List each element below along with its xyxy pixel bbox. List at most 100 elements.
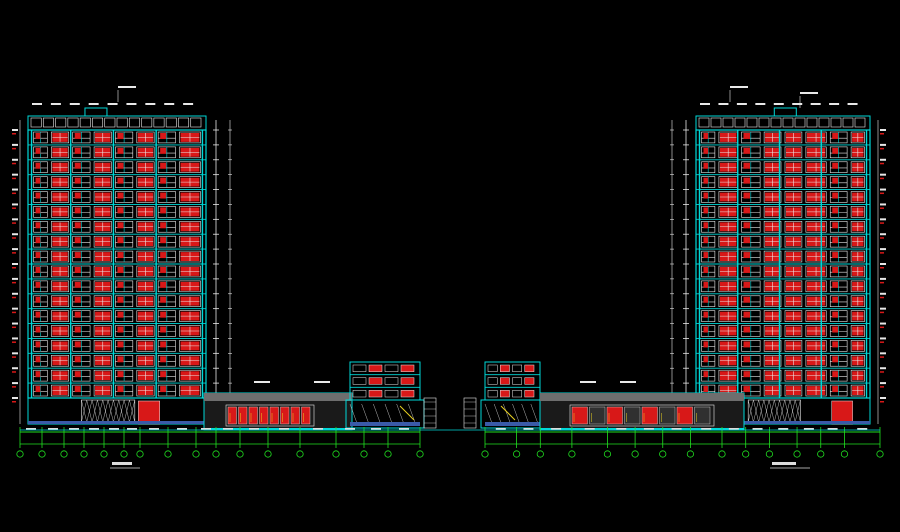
caption-glyph: [112, 462, 132, 465]
shopfront-pane: [676, 406, 693, 425]
lattice-strut: [774, 399, 780, 423]
window-frame: [763, 340, 782, 352]
window-frame: [51, 250, 70, 263]
level-mark-red: [12, 386, 16, 388]
window-frame: [805, 191, 827, 203]
dim-text-mark: [728, 428, 739, 430]
level-mark-red: [12, 252, 16, 254]
shopfront-pane: [269, 406, 279, 425]
window-frame: [136, 250, 155, 263]
window-frame: [51, 340, 70, 352]
roof-railing-panel: [67, 117, 79, 128]
level-mark-red: [880, 147, 884, 150]
top-annotation-mark: [800, 92, 818, 94]
window-frame: [850, 235, 865, 248]
level-mark: [880, 292, 886, 295]
window-frame: [784, 191, 803, 203]
right-dimension-chain: [481, 427, 884, 458]
window-frame: [784, 221, 803, 233]
window-pane-red: [743, 356, 751, 363]
roof-railing-panel: [79, 117, 91, 128]
window-frame: [51, 355, 70, 367]
window-pane-red: [743, 177, 751, 184]
window-pane-red: [117, 326, 124, 333]
dim-text-mark: [177, 428, 187, 430]
window-frame: [93, 131, 112, 144]
lattice-strut: [794, 399, 801, 423]
roof-railing-panel: [104, 117, 116, 128]
window-frame: [93, 369, 112, 382]
window-pane-red: [703, 267, 709, 273]
window-frame: [93, 280, 112, 293]
window-frame: [51, 131, 70, 144]
window-pane-red: [74, 192, 81, 199]
window-pane-red: [743, 267, 751, 273]
dim-text-mark: [223, 428, 233, 430]
level-mark-red: [12, 267, 16, 269]
level-mark-red: [880, 326, 884, 329]
right-mid-block: [480, 361, 545, 429]
lobby-door: [138, 400, 160, 425]
window-frame: [51, 295, 70, 307]
window-pane-red: [35, 222, 41, 229]
podium-tag: [580, 381, 596, 383]
roof-railing-panel: [758, 117, 770, 128]
window-frame: [850, 265, 865, 278]
window-pane-red: [74, 326, 81, 333]
roof-railing-panel: [806, 117, 818, 128]
window-frame: [805, 310, 827, 322]
window-frame: [93, 146, 112, 159]
lattice-strut: [81, 399, 87, 423]
window-frame: [51, 280, 70, 293]
level-mark: [880, 352, 886, 355]
window-pane-red: [703, 386, 709, 393]
top-annotation-mark: [730, 86, 748, 88]
window-frame: [179, 369, 201, 382]
dim-text-mark: [671, 428, 682, 430]
window-frame: [136, 221, 155, 233]
window-frame: [763, 131, 782, 144]
level-mark: [880, 307, 886, 310]
window-frame: [784, 340, 803, 352]
left-dimension-chain: [16, 427, 424, 458]
roof-dim-tick: [32, 103, 42, 105]
window-pane-red: [74, 133, 81, 139]
window-frame: [136, 265, 155, 278]
dim-text-mark: [109, 428, 119, 430]
window-frame: [93, 355, 112, 367]
level-mark: [12, 263, 18, 265]
lattice-strut: [86, 399, 93, 423]
window-frame: [805, 369, 827, 382]
level-mark: [12, 129, 18, 131]
window-pane-red: [35, 177, 41, 184]
window-pane-red: [743, 252, 751, 259]
level-mark: [880, 129, 886, 131]
level-mark: [12, 382, 18, 385]
mid-window: [524, 390, 535, 398]
level-mark-red: [12, 296, 16, 299]
window-pane-red: [832, 267, 839, 273]
grid-bubble: [192, 450, 200, 458]
right-tower: [670, 103, 886, 425]
window-pane-red: [703, 147, 709, 154]
shopfront-pane: [694, 406, 711, 425]
grid-bubble: [659, 450, 667, 458]
mid-window: [384, 364, 399, 372]
level-mark: [12, 292, 18, 295]
roof-railing-panel: [92, 117, 104, 128]
level-mark-red: [12, 147, 16, 150]
podium-tag: [620, 381, 636, 383]
roof-railing-panel: [830, 117, 842, 128]
window-frame: [51, 191, 70, 203]
window-pane-red: [117, 341, 124, 348]
level-mark-red: [12, 162, 16, 165]
level-mark-red: [12, 326, 16, 329]
window-frame: [136, 161, 155, 173]
window-frame: [805, 131, 827, 144]
window-pane-red: [35, 311, 41, 318]
lattice-strut: [753, 399, 759, 423]
level-mark: [880, 218, 886, 221]
grid-bubble: [164, 450, 172, 458]
mid-window: [487, 390, 498, 398]
